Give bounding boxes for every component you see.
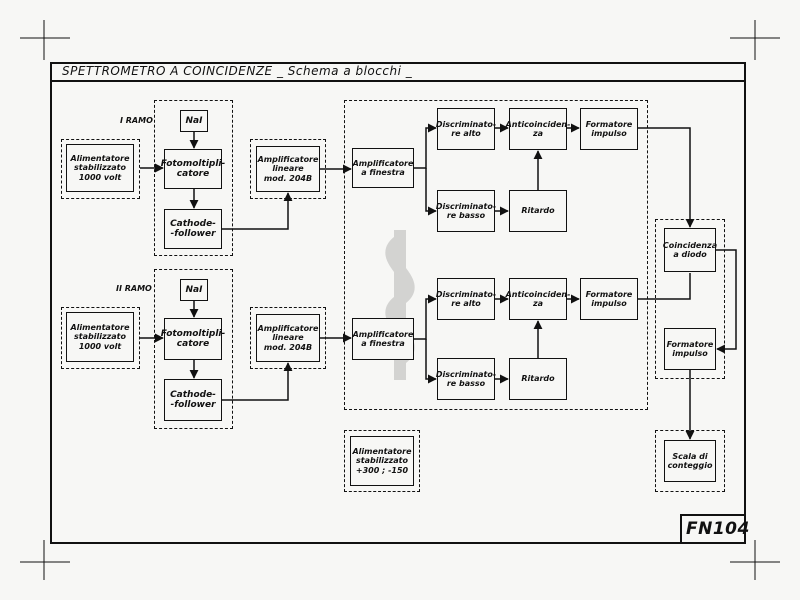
anticoincidence-2: Anticoinciden- za xyxy=(506,278,570,320)
detector-group-2 xyxy=(154,269,233,429)
cathode-follower-2: Cathode- -follower xyxy=(164,379,222,421)
nai-crystal-1: NaI xyxy=(180,110,208,132)
delay-1: Ritardo xyxy=(509,190,567,232)
power-supply-1: Alimentatore stabilizzato 1000 volt xyxy=(66,144,134,192)
counting-scaler: Scala di conteggio xyxy=(664,440,716,482)
discriminator-low-1: Discriminato- re basso xyxy=(436,190,496,232)
window-amplifier-1: Amplificatore a finestra xyxy=(352,148,414,188)
aux-power-group xyxy=(344,430,420,492)
photomultiplier-1: Fotomoltipli- catore xyxy=(161,149,225,189)
diode-coincidence: Coincidenza a diodo xyxy=(663,228,717,272)
discriminator-low-2: Discriminato- re basso xyxy=(436,358,496,400)
photomultiplier-2: Fotomoltipli- catore xyxy=(161,318,225,360)
pulse-shaper-1: Formatore impulso xyxy=(580,108,638,150)
window-amplifier-2: Amplificatore a finestra xyxy=(352,318,414,360)
discriminator-high-2: Discriminato- re alto xyxy=(436,278,496,320)
anticoincidence-1: Anticoinciden- za xyxy=(506,108,570,150)
pulse-shaper-2: Formatore impulso xyxy=(580,278,638,320)
aux-power-supply: Alimentatore stabilizzato +300 ; -150 xyxy=(350,436,414,486)
nai-crystal-2: NaI xyxy=(180,279,208,301)
branch-label-1: I RAMO xyxy=(120,116,153,125)
title-bar xyxy=(50,62,746,82)
delay-2: Ritardo xyxy=(509,358,567,400)
diagram-frame xyxy=(50,62,746,544)
code-box xyxy=(680,514,746,544)
diagram-title: SPETTROMETRO A COINCIDENZE _ Schema a bl… xyxy=(62,64,413,78)
linear-amplifier-1: Amplificatore lineare mod. 204B xyxy=(256,146,320,192)
detector-group-1 xyxy=(154,100,233,256)
power-supply-2: Alimentatore stabilizzato 1000 volt xyxy=(66,312,134,362)
cathode-follower-1: Cathode- -follower xyxy=(164,209,222,249)
pulse-shaper-out: Formatore impulso xyxy=(664,328,716,370)
power-group-1 xyxy=(61,139,140,199)
drawing-code: FN104 xyxy=(686,519,750,539)
branch-label-2: II RAMO xyxy=(116,284,152,293)
discriminator-high-1: Discriminato- re alto xyxy=(436,108,496,150)
power-group-2 xyxy=(61,307,140,369)
logic-group xyxy=(344,100,648,410)
linear-amplifier-2: Amplificatore lineare mod. 204B xyxy=(256,314,320,362)
